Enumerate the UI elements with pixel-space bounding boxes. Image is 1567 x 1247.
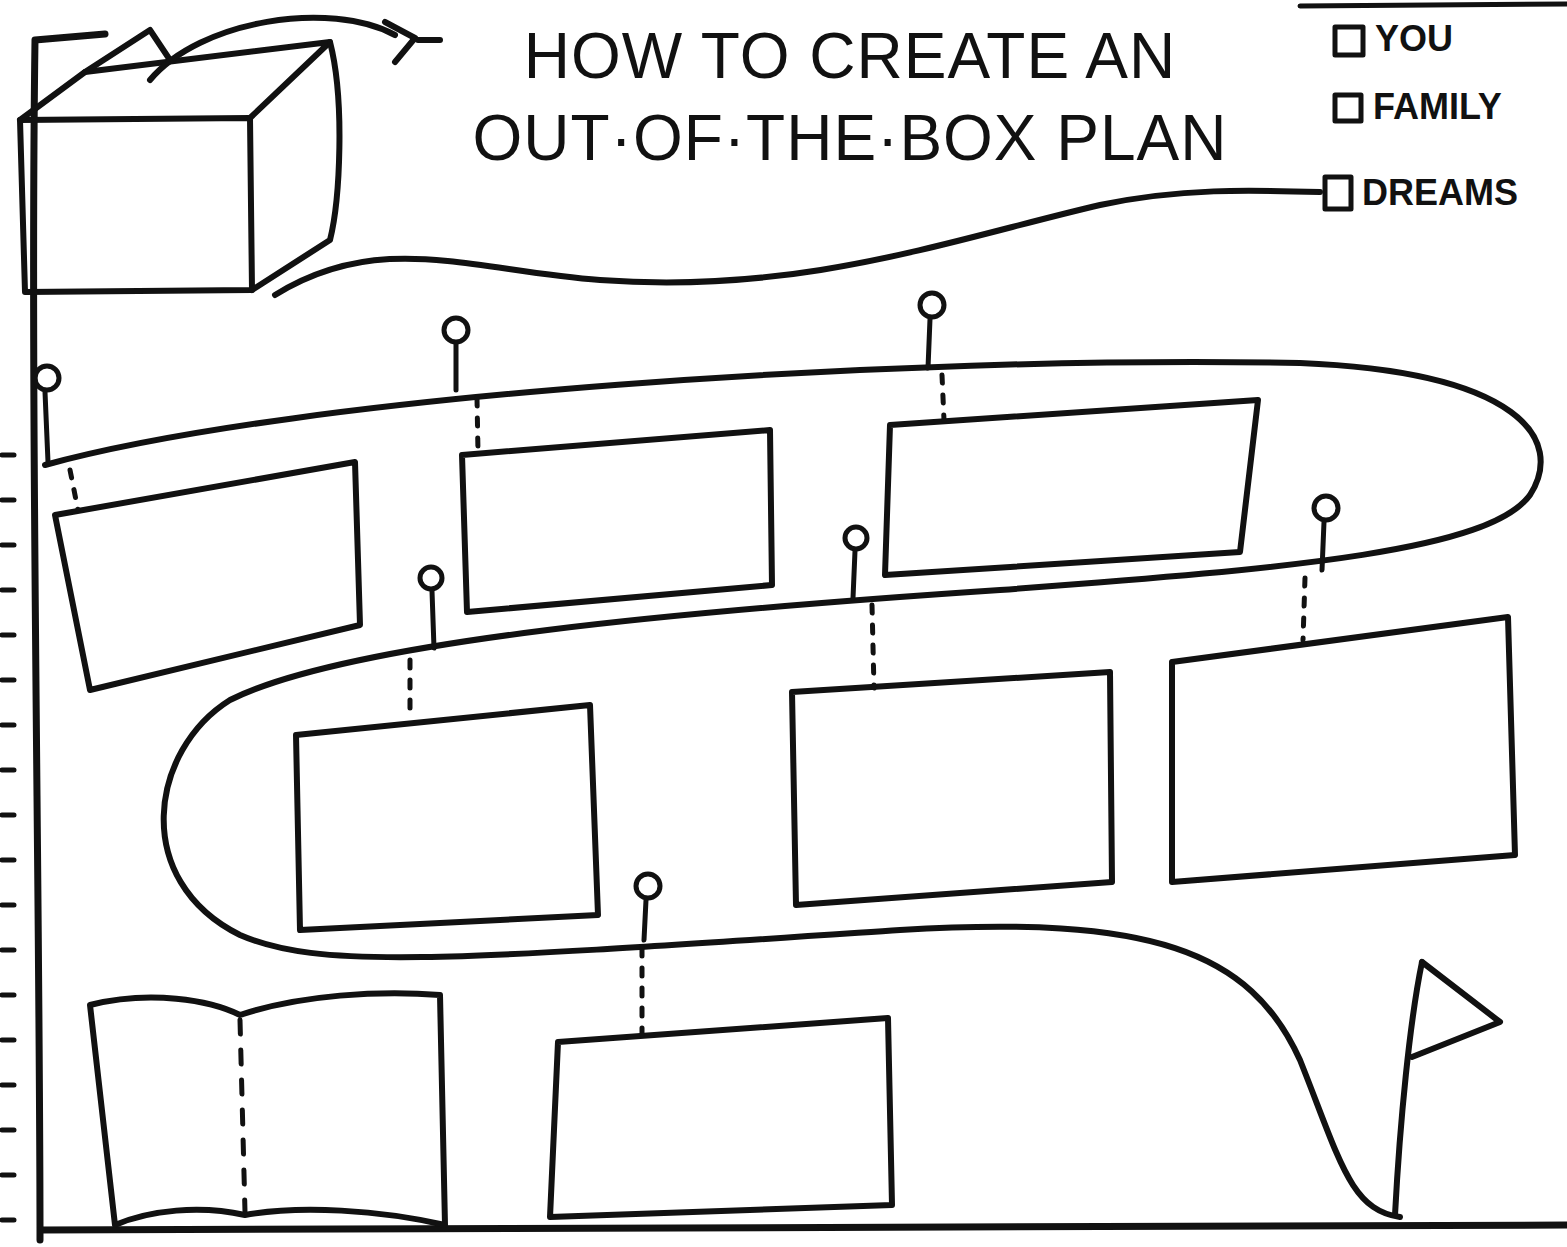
road-outline [45, 362, 1541, 1217]
checkbox-label: YOU [1375, 18, 1453, 60]
checkbox [1325, 27, 1363, 209]
box-illustration [20, 18, 440, 292]
finish-flag [1395, 962, 1500, 1215]
top-rule [1300, 4, 1567, 6]
title-wave [275, 191, 1320, 295]
milestone-pin [35, 293, 1338, 940]
page-frame [34, 34, 1567, 1240]
checkbox-label: DREAMS [1362, 172, 1518, 214]
dotted-leader [70, 375, 1305, 1035]
open-book [90, 993, 445, 1225]
checkbox-label: FAMILY [1373, 86, 1502, 128]
empty-box [55, 400, 1515, 1217]
spiral-binding [2, 455, 14, 1220]
plan-title: HOW TO CREATE AN OUT·OF·THE·BOX PLAN [405, 16, 1295, 180]
